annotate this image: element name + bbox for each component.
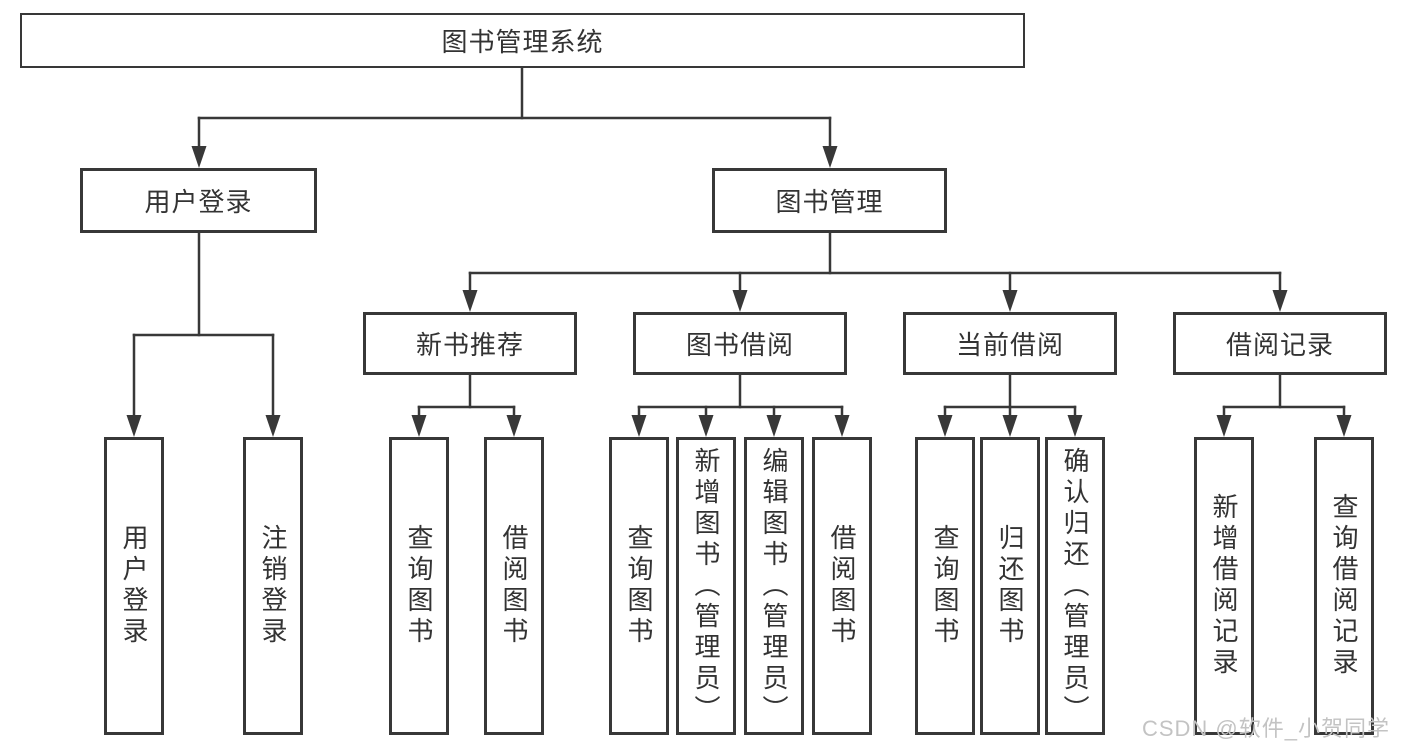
leaf-return-books: 归还图书 <box>980 437 1040 735</box>
leaf-borrow-books: 借阅图书 <box>812 437 872 735</box>
leaf-query-books-borrowing: 查询图书 <box>609 437 669 735</box>
leaf-add-books-admin: 新增图书（管理员） <box>676 437 736 735</box>
edge-lines <box>132 66 1346 418</box>
leaf-add-borrow-record: 新增借阅记录 <box>1194 437 1254 735</box>
node-new-book-recommendation: 新书推荐 <box>363 312 577 375</box>
node-user-login-branch: 用户登录 <box>80 168 317 233</box>
node-book-borrowing: 图书借阅 <box>633 312 847 375</box>
leaf-user-login: 用户登录 <box>104 437 164 735</box>
leaf-edit-books-admin: 编辑图书（管理员） <box>744 437 804 735</box>
node-book-management-branch: 图书管理 <box>712 168 947 233</box>
leaf-query-borrow-record: 查询借阅记录 <box>1314 437 1374 735</box>
node-borrowing-records: 借阅记录 <box>1173 312 1387 375</box>
arrowheads <box>126 146 1352 437</box>
leaf-confirm-return-admin: 确认归还（管理员） <box>1045 437 1105 735</box>
node-library-management-system: 图书管理系统 <box>20 13 1025 68</box>
leaf-logout: 注销登录 <box>243 437 303 735</box>
node-current-borrowing: 当前借阅 <box>903 312 1117 375</box>
leaf-borrow-books-recommend: 借阅图书 <box>484 437 544 735</box>
csdn-watermark: CSDN @软件_小贺同学 <box>1141 716 1390 741</box>
leaf-query-books-recommend: 查询图书 <box>389 437 449 735</box>
leaf-query-books-current: 查询图书 <box>915 437 975 735</box>
